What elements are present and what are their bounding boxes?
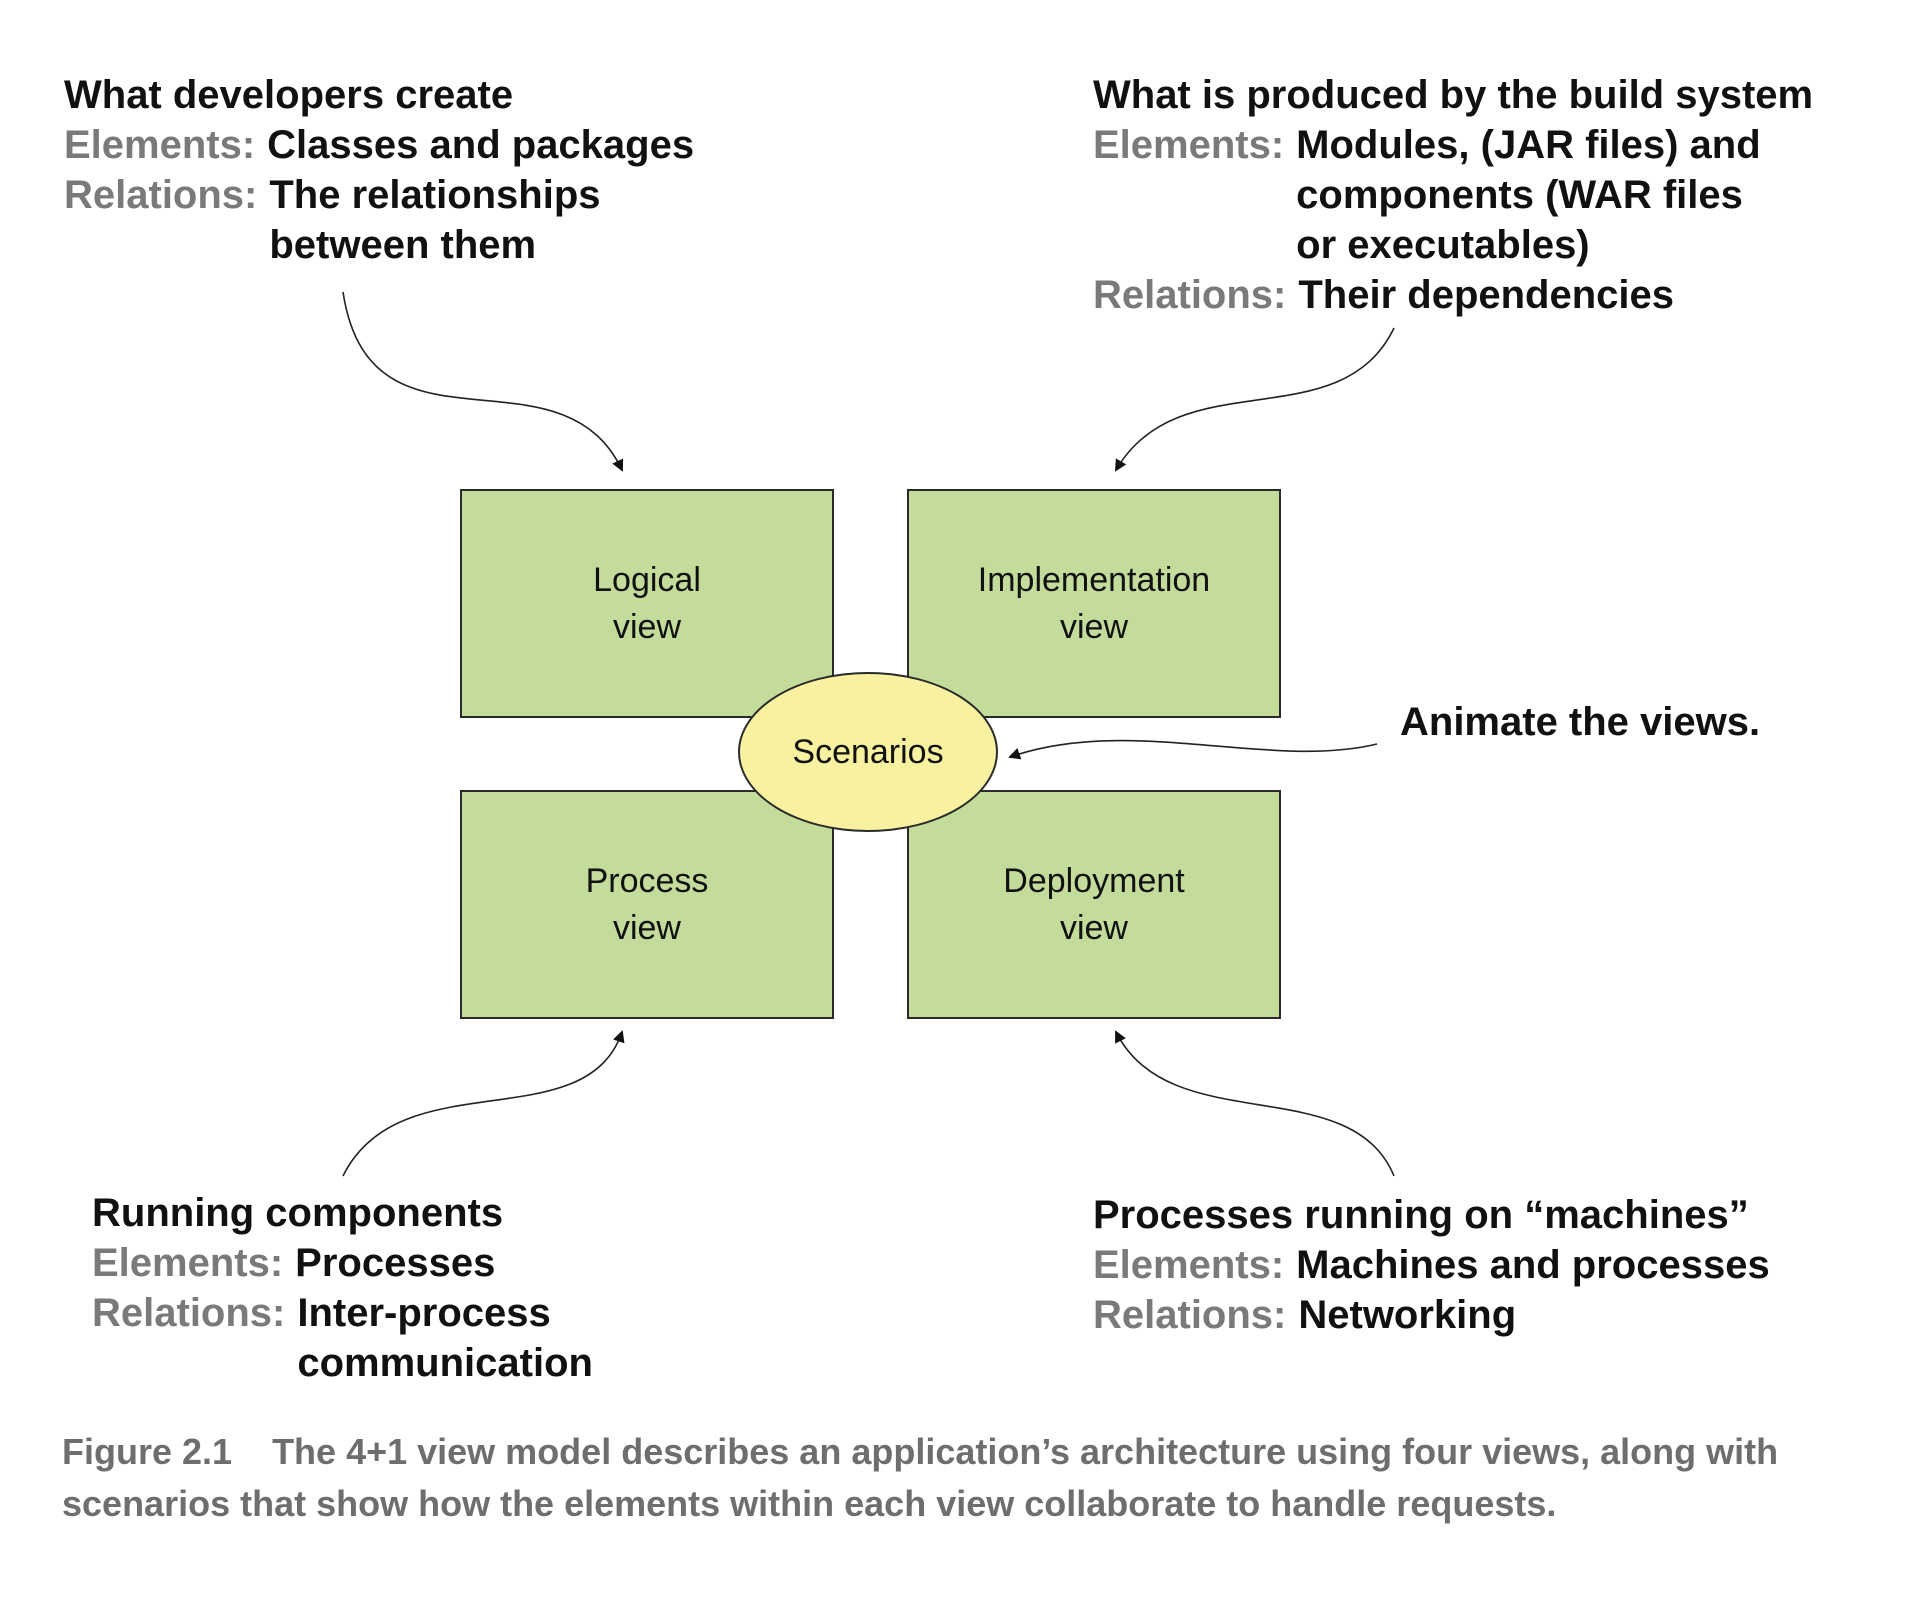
implementation-view-annotation: What is produced by the build system Ele… bbox=[1093, 70, 1813, 320]
arrow-to-logical-view bbox=[342, 291, 624, 472]
arrow-to-deployment-view bbox=[1115, 1030, 1395, 1177]
box-label-line: view bbox=[612, 607, 682, 646]
relations-label: Relations: bbox=[1093, 273, 1287, 317]
logical-view-annotation: What developers create Elements: Classes… bbox=[64, 70, 694, 270]
elements-value: Processes bbox=[295, 1241, 496, 1285]
elements-value-line: or executables) bbox=[1296, 223, 1590, 267]
scenarios-annotation: Animate the views. bbox=[1400, 700, 1761, 744]
relations-label: Relations: bbox=[92, 1291, 286, 1335]
implementation-annotation-heading: What is produced by the build system bbox=[1093, 73, 1814, 117]
relations-value-line: between them bbox=[269, 223, 537, 267]
box-label-line: Implementation bbox=[977, 560, 1211, 599]
process-annotation-heading: Running components bbox=[92, 1191, 504, 1235]
relations-value-line: Inter-process bbox=[297, 1291, 551, 1335]
scenarios-label: Scenarios bbox=[792, 732, 944, 771]
logical-relations-row: Relations: The relationships between the… bbox=[64, 170, 694, 270]
implementation-elements-row: Elements: Modules, (JAR files) and compo… bbox=[1093, 120, 1813, 270]
deployment-view-annotation: Processes running on “machines” Elements… bbox=[1093, 1190, 1770, 1340]
arrow-to-scenarios bbox=[1008, 739, 1378, 760]
elements-value: Machines and processes bbox=[1296, 1243, 1770, 1287]
arrow-to-process-view bbox=[342, 1030, 625, 1177]
relations-value-line: The relationships bbox=[269, 173, 601, 217]
logical-view-box: Logical view bbox=[460, 489, 834, 718]
implementation-relations-row: Relations: Their dependencies bbox=[1093, 270, 1813, 320]
elements-value-line: components (WAR files bbox=[1296, 173, 1743, 217]
elements-label: Elements: bbox=[92, 1241, 284, 1285]
logical-annotation-heading: What developers create bbox=[64, 73, 514, 117]
relations-label: Relations: bbox=[64, 173, 258, 217]
elements-label: Elements: bbox=[64, 123, 256, 167]
implementation-view-box: Implementation view bbox=[907, 489, 1281, 718]
elements-label: Elements: bbox=[1093, 123, 1285, 167]
deployment-annotation-heading: Processes running on “machines” bbox=[1093, 1193, 1749, 1237]
box-label-line: view bbox=[612, 908, 681, 947]
relations-value-line: communication bbox=[297, 1341, 593, 1385]
process-view-annotation: Running components Elements: Processes R… bbox=[92, 1188, 593, 1388]
elements-value: Classes and packages bbox=[267, 123, 695, 167]
deployment-relations-row: Relations: Networking bbox=[1093, 1290, 1770, 1340]
process-relations-row: Relations: Inter-process communication bbox=[92, 1288, 593, 1388]
process-view-box: Process view bbox=[460, 790, 834, 1019]
box-label-line: Deployment bbox=[1003, 861, 1185, 900]
box-label-line: Logical bbox=[593, 560, 701, 599]
arrow-to-implementation-view bbox=[1114, 327, 1395, 472]
figure-caption-text: The 4+1 view model describes an applicat… bbox=[62, 1431, 1779, 1524]
deployment-view-box: Deployment view bbox=[907, 790, 1281, 1019]
relations-value: Their dependencies bbox=[1298, 273, 1675, 317]
logical-elements-row: Elements: Classes and packages bbox=[64, 120, 694, 170]
box-label-line: Process bbox=[585, 861, 709, 900]
scenarios-ellipse: Scenarios bbox=[738, 672, 998, 832]
figure-number: Figure 2.1 bbox=[62, 1431, 233, 1472]
relations-label: Relations: bbox=[1093, 1293, 1287, 1337]
relations-value: Networking bbox=[1298, 1293, 1517, 1337]
box-label-line: view bbox=[1059, 908, 1128, 947]
deployment-elements-row: Elements: Machines and processes bbox=[1093, 1240, 1770, 1290]
box-label-line: view bbox=[1059, 607, 1129, 646]
process-elements-row: Elements: Processes bbox=[92, 1238, 593, 1288]
elements-label: Elements: bbox=[1093, 1243, 1285, 1287]
elements-value-line: Modules, (JAR files) and bbox=[1296, 123, 1761, 167]
